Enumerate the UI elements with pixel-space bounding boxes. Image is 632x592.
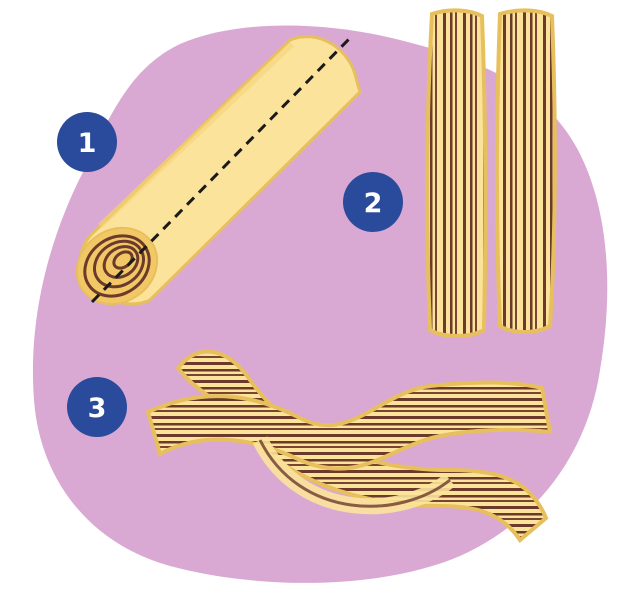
strip-right <box>497 10 555 332</box>
step-badge-2: 2 <box>343 172 403 232</box>
step-badge-1: 1 <box>57 112 117 172</box>
step-number: 3 <box>88 393 107 424</box>
step-number: 1 <box>78 128 97 159</box>
step-number: 2 <box>364 188 383 219</box>
strip-left <box>427 10 485 336</box>
step-badge-3: 3 <box>67 377 127 437</box>
